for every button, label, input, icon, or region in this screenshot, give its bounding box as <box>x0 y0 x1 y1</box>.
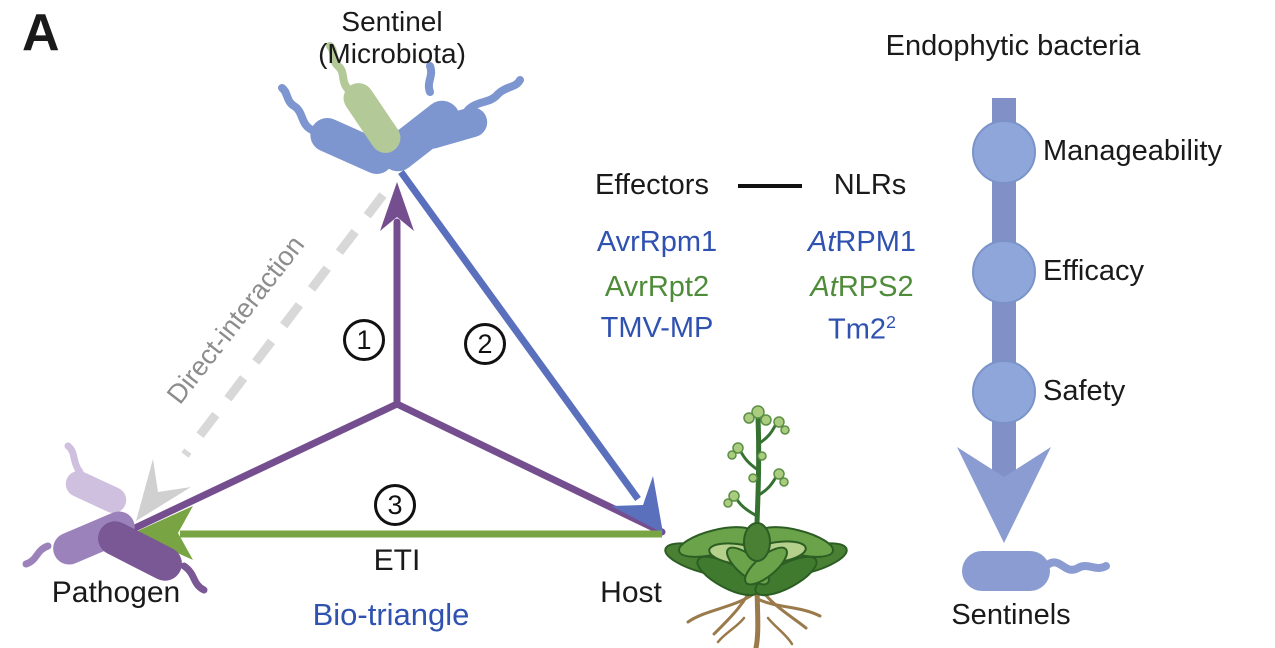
edge-number-1-text: 1 <box>356 324 372 355</box>
pipeline-node-manageability <box>972 120 1036 184</box>
bio-triangle-title: Bio-triangle <box>312 597 470 632</box>
pipeline-graphic <box>957 98 1110 591</box>
edge-number-3-text: 3 <box>387 489 403 520</box>
edge-number-2-text: 2 <box>477 328 493 359</box>
blue-arrow-sentinel-to-host <box>398 169 663 533</box>
direct-interaction-arrow <box>136 192 387 521</box>
pathogen-icon <box>22 442 208 594</box>
purple-interaction-lines <box>133 218 666 536</box>
nlr-tm2-base: Tm2 <box>828 313 886 346</box>
panel-label: A <box>22 4 60 62</box>
host-plant-icon <box>664 405 848 648</box>
sentinel-label-line2: (Microbiota) <box>318 38 466 70</box>
effector-avrrpm1: AvrRpm1 <box>596 226 718 258</box>
effectors-header: Effectors <box>595 169 709 201</box>
pipeline-node-safety <box>972 360 1036 424</box>
edge-number-3: 3 <box>374 484 416 526</box>
pipeline-title: Endophytic bacteria <box>885 30 1141 62</box>
eti-label: ETI <box>373 544 421 577</box>
nlr-tm2: Tm22 <box>828 312 896 347</box>
effector-tmv-mp: TMV-MP <box>600 312 714 344</box>
sentinel-microbiota-icon <box>278 42 524 174</box>
nlr-atrpm1-prefix: At <box>808 226 836 258</box>
pipeline-arrowhead <box>957 447 1051 543</box>
pipeline-result-label: Sentinels <box>951 599 1071 631</box>
nlr-atrps2: AtRPS2 <box>810 271 913 304</box>
pathogen-node-label: Pathogen <box>51 576 181 609</box>
header-dash-rule <box>738 184 802 188</box>
nlr-tm2-sup: 2 <box>886 312 896 332</box>
sentinel-node-label: Sentinel (Microbiota) <box>318 6 466 70</box>
nlr-atrps2-prefix: At <box>810 271 838 303</box>
pipeline-node-efficacy <box>972 240 1036 304</box>
nlr-atrpm1-rest: RPM1 <box>835 226 916 258</box>
edge-number-1: 1 <box>343 319 385 361</box>
host-node-label: Host <box>600 576 662 609</box>
purple-arrowhead <box>380 182 414 231</box>
pipeline-step-manageability: Manageability <box>1043 135 1222 167</box>
edge-number-2: 2 <box>464 323 506 365</box>
nlrs-header: NLRs <box>833 169 907 201</box>
sentinel-label-line1: Sentinel <box>341 6 443 37</box>
effector-avrrpt2: AvrRpt2 <box>604 271 710 303</box>
nlr-atrpm1: AtRPM1 <box>808 226 916 259</box>
green-eti-arrow <box>133 506 662 560</box>
nlr-atrps2-rest: RPS2 <box>837 271 914 303</box>
sentinel-bacterium-icon <box>962 551 1110 591</box>
pipeline-step-efficacy: Efficacy <box>1043 255 1145 287</box>
pipeline-step-safety: Safety <box>1043 375 1126 407</box>
